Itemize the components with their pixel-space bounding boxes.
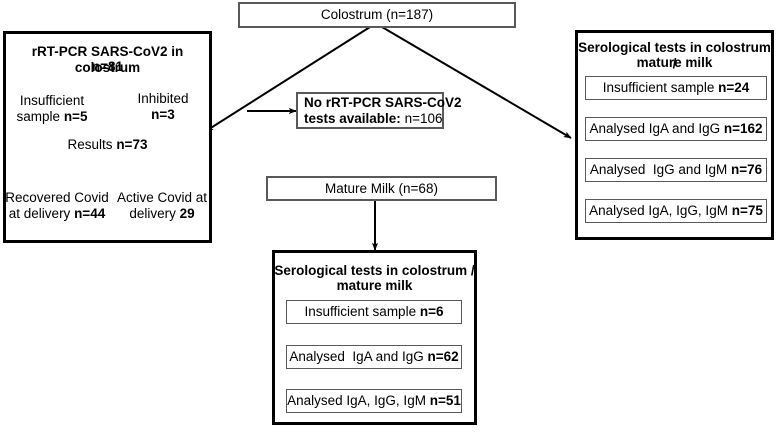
box-mature-milk: Mature Milk (n=68) bbox=[266, 176, 497, 201]
box-colostrum: Colostrum (n=187) bbox=[238, 2, 516, 28]
right-row-0-label: Insufficient sample n=24 bbox=[602, 80, 750, 96]
bottom-row-0-label: Insufficient sample n=6 bbox=[304, 304, 444, 320]
left-panel-header-line1: rRT-PCR SARS-CoV2 in colostrum bbox=[31, 44, 184, 76]
right-row-igg-igm: Analysed IgG and IgM n=76 bbox=[585, 158, 767, 182]
bottom-row-insufficient: Insufficient sample n=6 bbox=[286, 300, 462, 324]
no-test-line1: No rRT-PCR SARS-CoV2 bbox=[304, 94, 462, 110]
bottom-row-iga-igg: Analysed IgA and IgG n=62 bbox=[286, 345, 462, 369]
left-inhibited-line2: n=3 bbox=[151, 107, 175, 122]
right-row-3-label: Analysed IgA, IgG, IgM n=75 bbox=[589, 203, 763, 219]
left-insufficient-line2: sample n=5 bbox=[16, 109, 88, 124]
left-active-line2: delivery 29 bbox=[129, 206, 195, 221]
right-panel-header-line1: Serological tests in colostrum / bbox=[578, 40, 771, 72]
right-row-iga-igg: Analysed IgA and IgG n=162 bbox=[585, 117, 767, 141]
left-active-line1: Active Covid at bbox=[116, 190, 208, 205]
no-test-line2: tests available: n=106 bbox=[304, 110, 443, 126]
bottom-row-iga-igg-igm: Analysed IgA, IgG, IgM n=51 bbox=[286, 389, 462, 413]
bottom-panel-header-line2: mature milk bbox=[336, 278, 413, 293]
left-recovered-line1: Recovered Covid bbox=[5, 190, 109, 205]
bottom-row-2-label: Analysed IgA, IgG, IgM n=51 bbox=[287, 393, 461, 409]
bottom-row-1-label: Analysed IgA and IgG n=62 bbox=[289, 349, 459, 365]
left-recovered-line2: at delivery n=44 bbox=[8, 206, 106, 221]
right-panel-header-line2: mature milk bbox=[636, 55, 713, 70]
bottom-panel-header-line1: Serological tests in colostrum / bbox=[274, 263, 475, 278]
left-panel-header-line2: n=81 bbox=[91, 59, 124, 74]
left-insufficient-line1: Insufficient bbox=[19, 93, 85, 108]
left-inhibited-line1: Inhibited bbox=[137, 91, 189, 106]
right-row-insufficient: Insufficient sample n=24 bbox=[585, 76, 767, 100]
right-row-iga-igg-igm: Analysed IgA, IgG, IgM n=75 bbox=[585, 199, 767, 223]
right-row-2-label: Analysed IgG and IgM n=76 bbox=[589, 162, 763, 178]
mature-milk-label: Mature Milk (n=68) bbox=[325, 180, 438, 196]
left-results: Results n=73 bbox=[67, 137, 148, 152]
panel-rtpcr-colostrum bbox=[3, 31, 212, 243]
colostrum-label: Colostrum (n=187) bbox=[320, 7, 434, 23]
right-row-1-label: Analysed IgA and IgG n=162 bbox=[589, 121, 763, 137]
box-no-test-available: No rRT-PCR SARS-CoV2 tests available: n=… bbox=[296, 92, 462, 129]
